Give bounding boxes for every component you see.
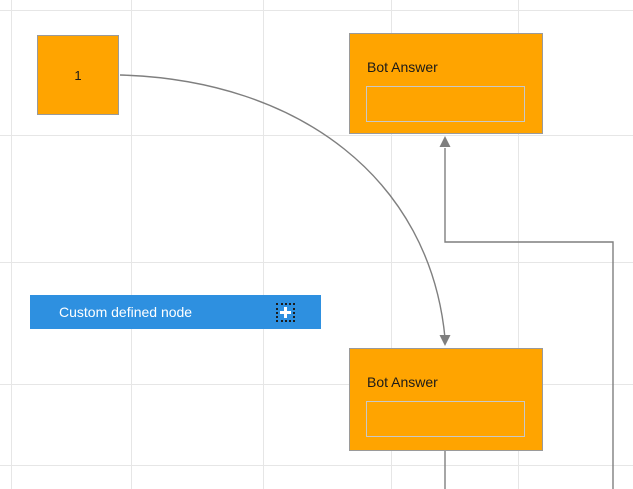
connector-arrowheads — [439, 136, 451, 346]
node-bot-answer-top[interactable]: Bot Answer — [349, 33, 543, 134]
custom-defined-node-label: Custom defined node — [59, 304, 193, 320]
edge-start-to-bot-bottom-arrowhead — [439, 335, 451, 346]
node-bot-answer-bottom-field[interactable] — [366, 401, 525, 437]
custom-defined-node-bar[interactable]: Custom defined node — [30, 295, 321, 329]
node-bot-answer-top-field[interactable] — [366, 86, 525, 122]
node-bot-answer-bottom-title: Bot Answer — [367, 374, 438, 390]
edge-loop-to-bot-top-arrowhead — [439, 136, 451, 147]
node-start[interactable]: 1 — [37, 35, 119, 115]
node-bot-answer-top-title: Bot Answer — [367, 59, 438, 75]
plus-icon[interactable] — [276, 302, 295, 322]
node-start-label: 1 — [74, 67, 82, 83]
plus-icon-vertical-bar — [284, 306, 287, 318]
node-bot-answer-bottom[interactable]: Bot Answer — [349, 348, 543, 451]
